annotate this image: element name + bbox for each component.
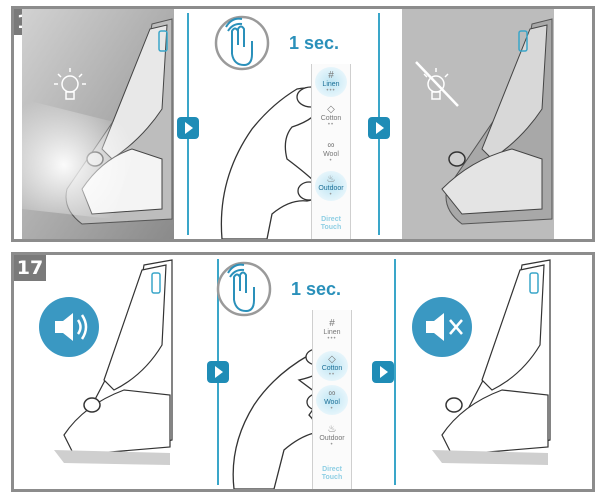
mode-wool: ∞Wool•	[323, 140, 339, 164]
mode-cotton: ◇Cotton••	[313, 351, 351, 381]
mode-outdoor: ♨Outdoor•	[312, 171, 350, 201]
light-bulb-off-icon	[415, 61, 459, 107]
light-bulb-icon	[54, 68, 86, 100]
step-16-panel: 16	[11, 6, 595, 242]
divider	[394, 259, 396, 485]
speaker-mute-icon	[412, 297, 472, 357]
mode-outdoor: ♨Outdoor•	[319, 424, 345, 448]
iron-sound-on-illustration	[39, 259, 173, 465]
arrow-right-icon	[177, 117, 199, 139]
speaker-on-icon	[39, 297, 99, 357]
duration-label: 1 sec.	[291, 279, 342, 299]
step-number: 17	[14, 255, 46, 281]
mode-cotton: ◇Cotton••	[320, 104, 342, 128]
control-strip: #Linen••• ◇Cotton•• ∞Wool• ♨Outdoor• Dir…	[312, 310, 352, 489]
arrow-right-icon	[372, 361, 394, 383]
control-strip: #Linen••• ◇Cotton•• ∞Wool• ♨Outdoor• Dir…	[311, 64, 351, 239]
two-finger-tap-icon	[227, 263, 255, 313]
mode-wool: ∞Wool•	[313, 385, 351, 415]
iron-light-off-illustration	[402, 9, 554, 239]
two-finger-tap-icon	[225, 17, 253, 67]
duration-label: 1 sec.	[289, 33, 340, 53]
step-17-panel: 17 1 sec. #Linen••• ◇Cotton•• ∞Wool•	[11, 252, 595, 492]
mode-linen: #Linen•••	[323, 318, 341, 342]
arrow-right-icon	[207, 361, 229, 383]
mode-linen: #Linen•••	[312, 67, 350, 97]
iron-light-on-illustration	[22, 9, 174, 239]
arrow-right-icon	[368, 117, 390, 139]
iron-sound-off-illustration	[412, 259, 551, 465]
